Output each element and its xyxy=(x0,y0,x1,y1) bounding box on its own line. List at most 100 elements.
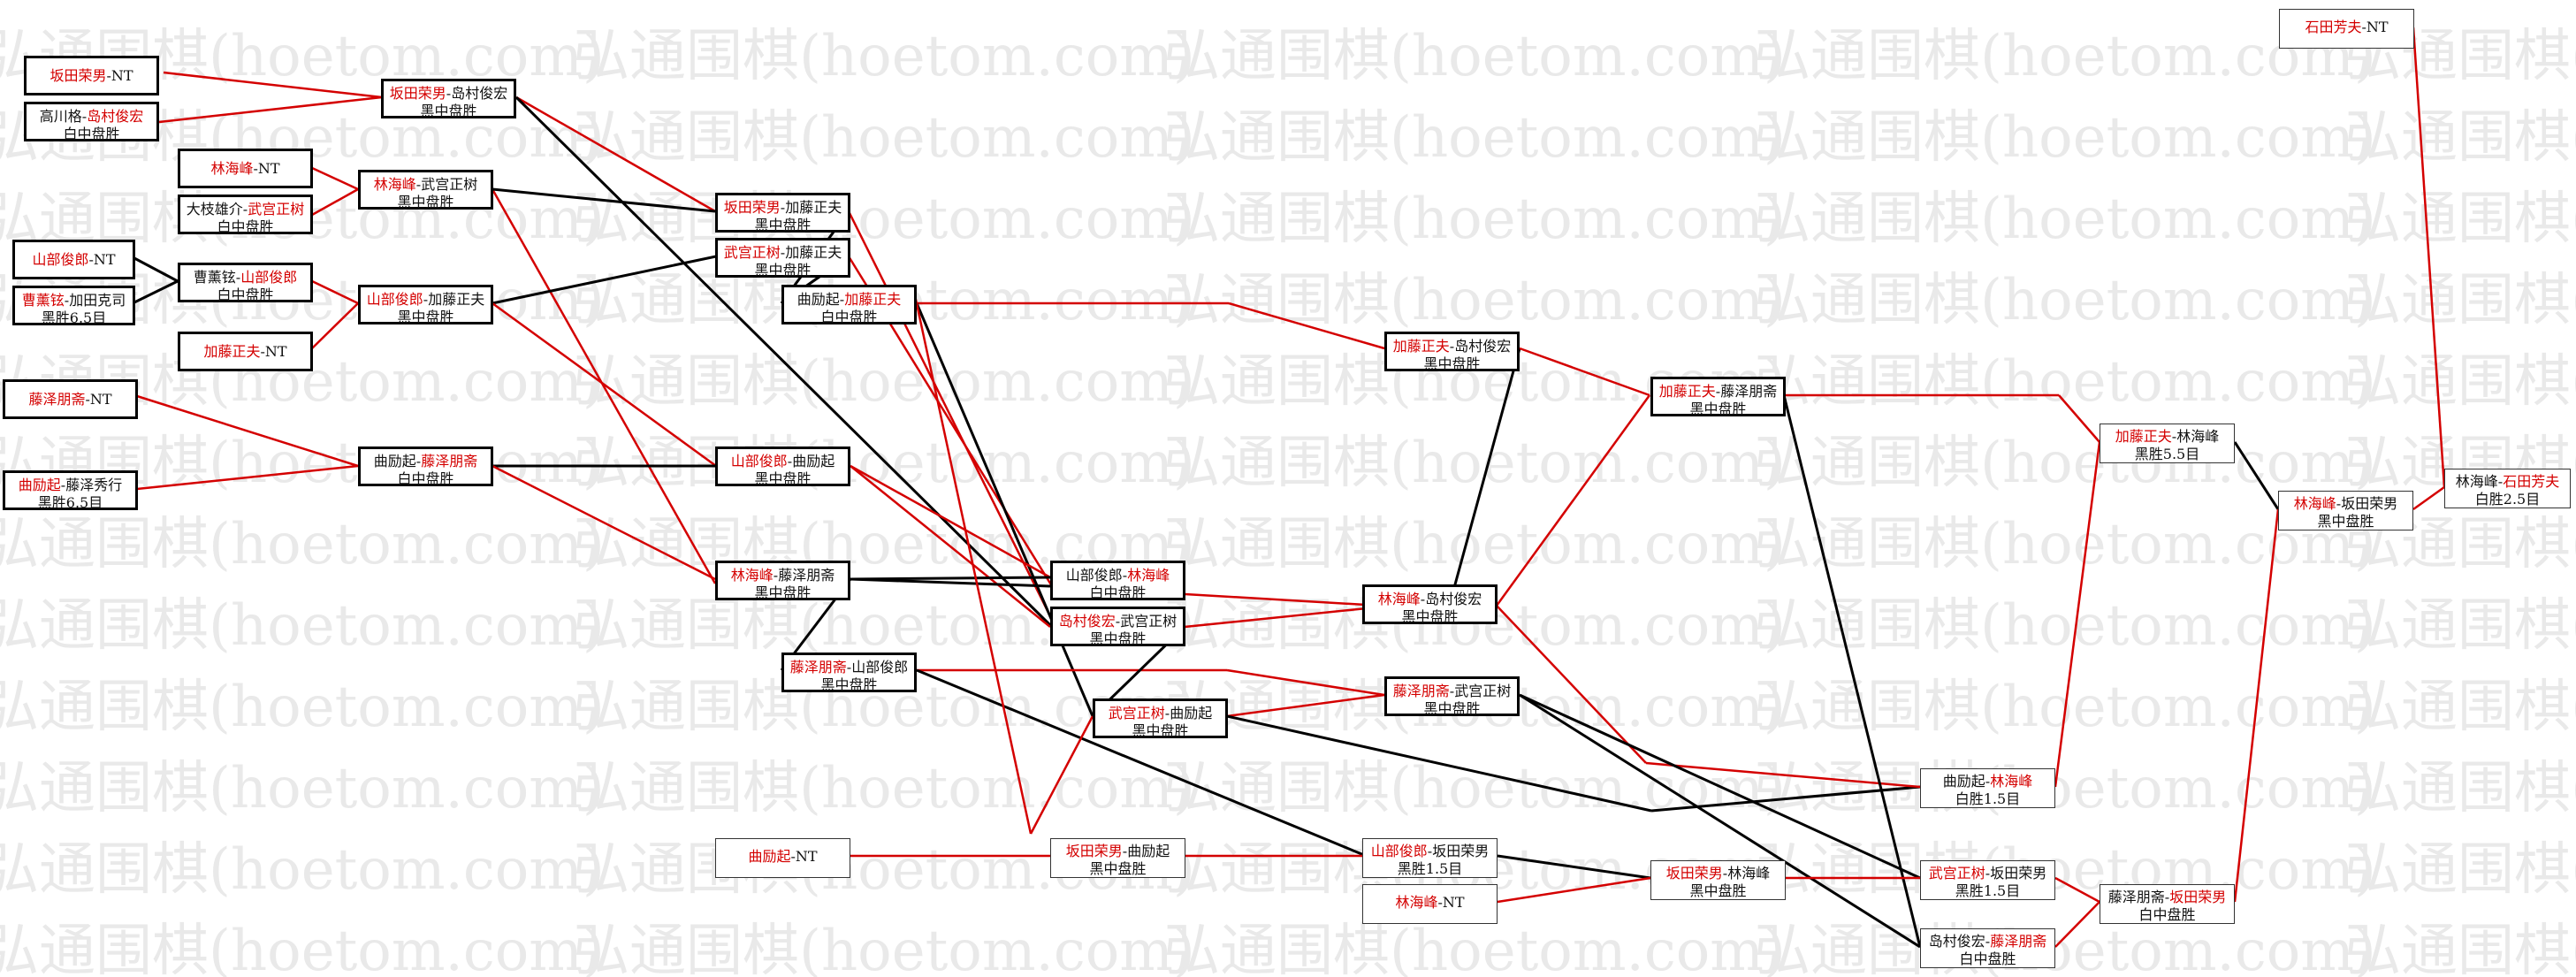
player-b: 藤泽秀行 xyxy=(65,477,123,493)
match-node: 藤泽朋斋-NT xyxy=(3,379,138,419)
bracket-connector xyxy=(158,95,383,124)
player-separator: - xyxy=(60,477,66,493)
player-a: 山部俊郎 xyxy=(32,251,89,268)
bracket-connector xyxy=(2054,441,2101,788)
match-result: 白中盘胜 xyxy=(217,218,274,235)
player-separator: - xyxy=(1449,683,1455,699)
player-b: 坂田荣男 xyxy=(2341,495,2398,512)
player-a: 林海峰 xyxy=(1395,894,1438,911)
player-separator: - xyxy=(787,453,793,469)
bracket-connector xyxy=(915,302,1094,717)
match-players: 坂田荣男-林海峰 xyxy=(1651,865,1785,882)
match-result: 黑胜6.5目 xyxy=(37,494,103,511)
match-node: 曹薰铉-加田克司黑胜6.5目 xyxy=(12,286,135,326)
match-node: 坂田荣男-曲励起黑中盘胜 xyxy=(1050,838,1185,878)
player-a: 加藤正夫 xyxy=(203,343,261,360)
bracket-connector xyxy=(492,187,716,213)
match-result: 黑胜6.5目 xyxy=(41,309,107,326)
player-a: 山部俊郎 xyxy=(730,453,788,469)
match-players: 曲励起-林海峰 xyxy=(1921,773,2054,790)
bracket-connector xyxy=(311,279,359,305)
player-b: 坂田荣男 xyxy=(1432,843,1490,859)
bracket-connector xyxy=(2058,394,2100,443)
player-b: 坂田荣男 xyxy=(2169,889,2227,905)
match-node: 曲励起-NT xyxy=(715,838,850,878)
player-b: NT xyxy=(1442,894,1465,911)
player-b: 林海峰 xyxy=(1990,773,2033,790)
player-a: 藤泽朋斋 xyxy=(2107,889,2165,905)
bracket-connector xyxy=(1226,693,1385,718)
player-separator: - xyxy=(253,160,258,177)
match-result: 白胜1.5目 xyxy=(1955,790,2021,807)
match-players: 林海峰-坂田荣男 xyxy=(2279,495,2412,513)
match-node: 岛村俊宏-武宫正树黑中盘胜 xyxy=(1050,607,1185,647)
match-players: 加藤正夫-岛村俊宏 xyxy=(1387,338,1517,355)
match-result: 白中盘胜 xyxy=(63,126,120,142)
match-node: 加藤正夫-NT xyxy=(178,332,313,371)
match-result: 白胜2.5目 xyxy=(2474,491,2541,508)
match-players: 林海峰-NT xyxy=(1363,894,1497,912)
match-node: 曲励起-林海峰白胜1.5目 xyxy=(1920,768,2055,808)
match-result: 白中盘胜 xyxy=(1959,950,2016,967)
match-players: 坂田荣男-加藤正夫 xyxy=(718,199,848,217)
match-result: 黑中盘胜 xyxy=(1689,882,1747,899)
player-a: 加藤正夫 xyxy=(1392,338,1450,355)
player-b: NT xyxy=(795,848,818,865)
match-node: 曲励起-加藤正夫白中盘胜 xyxy=(781,285,917,325)
match-node: 坂田荣男-NT xyxy=(24,56,159,95)
match-node: 武宫正树-加藤正夫黑中盘胜 xyxy=(715,238,850,279)
match-players: 坂田荣男-曲励起 xyxy=(1051,843,1185,860)
player-b: 林海峰 xyxy=(1727,865,1771,882)
player-b: 加藤正夫 xyxy=(785,199,842,216)
match-players: 曹薰铉-加田克司 xyxy=(15,292,133,309)
match-players: 岛村俊宏-武宫正树 xyxy=(1053,613,1183,630)
match-node: 林海峰-坂田荣男黑中盘胜 xyxy=(2278,491,2413,530)
match-players: 武宫正树-加藤正夫 xyxy=(718,244,848,262)
match-node: 高川格-岛村俊宏白中盘胜 xyxy=(24,102,159,142)
match-players: 山部俊郎-曲励起 xyxy=(718,453,848,470)
bracket-connector xyxy=(1029,715,1094,835)
bracket-connector xyxy=(163,71,383,99)
player-separator: - xyxy=(1715,383,1721,400)
match-players: 武宫正树-曲励起 xyxy=(1095,705,1225,722)
match-players: 曲励起-藤泽朋斋 xyxy=(361,453,491,470)
match-node: 林海峰-石田芳夫白胜2.5目 xyxy=(2444,469,2571,508)
match-node: 藤泽朋斋-坂田荣男白中盘胜 xyxy=(2100,884,2235,924)
bracket-connector xyxy=(2233,508,2280,903)
player-separator: - xyxy=(1115,613,1121,630)
player-b: 石田芳夫 xyxy=(2503,473,2560,490)
player-a: 岛村俊宏 xyxy=(1058,613,1116,630)
player-separator: - xyxy=(260,343,265,360)
player-a: 武宫正树 xyxy=(1108,705,1165,721)
player-b: 加藤正夫 xyxy=(785,244,842,261)
match-players: 坂田荣男-NT xyxy=(27,67,156,85)
bracket-connector xyxy=(911,286,1033,835)
bracket-connector xyxy=(1228,301,1385,350)
match-node: 林海峰-NT xyxy=(1362,884,1498,924)
player-separator: - xyxy=(839,291,845,308)
match-node: 林海峰-武宫正树黑中盘胜 xyxy=(358,170,493,210)
player-a: 林海峰 xyxy=(210,160,254,177)
player-separator: - xyxy=(1420,591,1426,607)
player-a: 曲励起 xyxy=(18,477,61,493)
player-separator: - xyxy=(780,199,786,216)
bracket-connector xyxy=(1495,394,1651,607)
match-node: 藤泽朋斋-山部俊郎黑中盘胜 xyxy=(781,653,917,693)
match-players: 山部俊郎-林海峰 xyxy=(1053,567,1183,584)
match-players: 藤泽朋斋-山部俊郎 xyxy=(784,659,914,676)
bracket-connector xyxy=(311,187,359,217)
bracket-connector xyxy=(492,255,717,305)
match-players: 加藤正夫-NT xyxy=(180,343,310,361)
match-result: 黑胜1.5目 xyxy=(1397,860,1463,877)
bracket-connector xyxy=(1519,693,1921,880)
match-node: 曲励起-藤泽朋斋白中盘胜 xyxy=(358,447,493,487)
bracket-connector xyxy=(515,95,716,213)
player-separator: - xyxy=(64,292,70,309)
player-a: 加藤正夫 xyxy=(2115,428,2172,445)
bracket-connector xyxy=(850,576,1051,581)
player-b: 岛村俊宏 xyxy=(451,85,508,102)
bracket-connector xyxy=(2054,876,2100,904)
player-b: 武宫正树 xyxy=(1120,613,1177,630)
player-separator: - xyxy=(1437,894,1443,911)
